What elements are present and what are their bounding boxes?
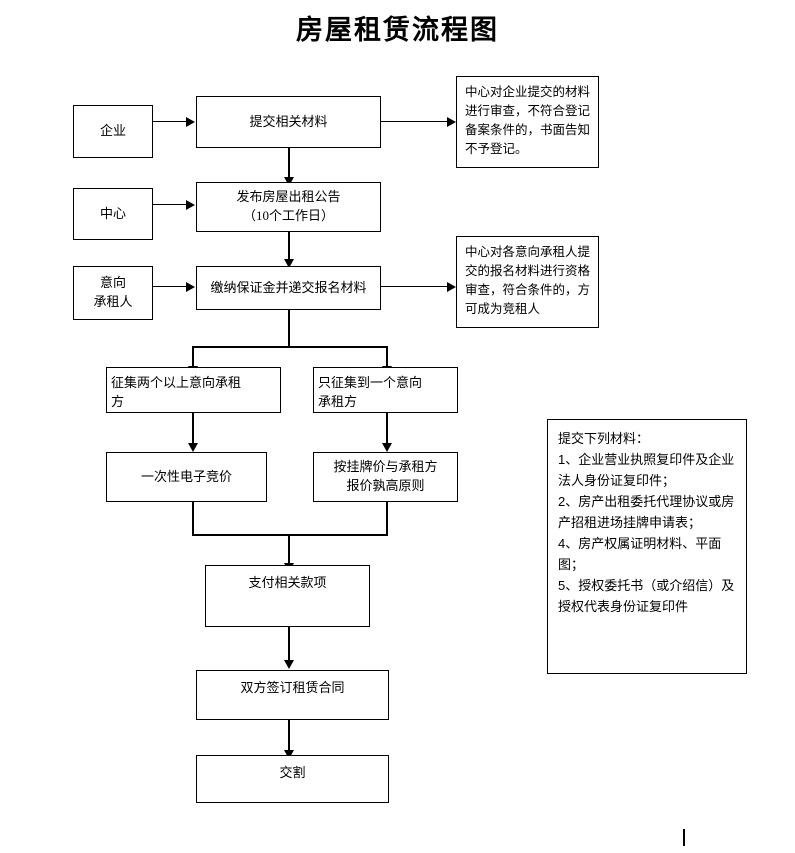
- step-box-branch-single: 只征集到一个意向 承租方: [313, 367, 458, 413]
- connector-enterprise-to-submit: [153, 121, 186, 122]
- connector-center-to-publish: [153, 204, 186, 205]
- note-box-review-enterprise: 中心对企业提交的材料进行审查，不符合登记备案条件的，书面告知不予登记。: [456, 76, 599, 168]
- arrowhead-publish-to-deposit: [284, 259, 294, 268]
- step-label-pay-funds: 支付相关款项: [248, 575, 327, 590]
- step-box-publish-notice: 发布房屋出租公告 （10个工作日）: [196, 182, 381, 232]
- step-label-publish-notice-line2: （10个工作日）: [242, 208, 334, 223]
- arrowhead-center-to-publish: [186, 200, 195, 210]
- connector-deposit-to-note2: [381, 286, 447, 287]
- materials-item-5: 5、授权委托书（或介绍信）及授权代表身份证复印件: [558, 578, 735, 615]
- step-label-handover: 交割: [279, 765, 306, 780]
- actor-label-intended-lessee-line2: 承租人: [93, 294, 133, 309]
- arrowhead-enterprise-to-submit: [186, 117, 195, 127]
- arrowhead-deposit-to-note2: [447, 282, 456, 292]
- arrowhead-multi-to-bidding: [188, 443, 198, 452]
- text-cursor-mark: [683, 829, 685, 846]
- step-label-publish-notice-line1: 发布房屋出租公告: [236, 189, 341, 205]
- step-box-listing-price-rule: 按挂牌价与承租方 报价孰高原则: [313, 452, 458, 502]
- note-text-review-lessee: 中心对各意向承租人提交的报名材料进行资格审查，符合条件的，方可成为竞租人: [465, 245, 591, 316]
- connector-deposit-split-stem: [288, 310, 290, 347]
- arrowhead-submit-to-publish: [284, 177, 294, 186]
- actor-box-center: 中心: [73, 188, 153, 240]
- step-label-branch-multi-line1: 征集两个以上意向承租: [111, 375, 242, 391]
- step-label-electronic-bidding: 一次性电子竞价: [140, 468, 232, 484]
- step-label-listing-price-rule-line2: 报价孰高原则: [346, 478, 425, 493]
- step-label-branch-multi-line2: 方: [111, 394, 125, 409]
- note-text-review-enterprise: 中心对企业提交的材料进行审查，不符合登记备案条件的，书面告知不予登记。: [465, 85, 591, 156]
- step-box-pay-deposit: 缴纳保证金并递交报名材料: [196, 266, 381, 310]
- connector-deposit-split-bar: [192, 346, 388, 348]
- connector-multi-to-bidding: [192, 413, 194, 443]
- materials-item-1: 1、企业营业执照复印件及企业法人身份证复印件；: [558, 452, 735, 489]
- step-box-pay-funds: 支付相关款项: [205, 565, 370, 627]
- step-box-sign-contract: 双方签订租赁合同: [196, 670, 389, 720]
- step-box-branch-multi: 征集两个以上意向承租 方: [106, 367, 281, 413]
- actor-label-intended-lessee-line1: 意向: [99, 275, 126, 291]
- connector-merge-to-payment: [288, 534, 290, 565]
- connector-payment-to-contract: [288, 627, 290, 661]
- materials-item-2: 2、房产出租委托代理协议或房产招租进场挂牌申请表；: [558, 494, 735, 531]
- arrowhead-lessee-to-deposit: [186, 282, 195, 292]
- step-label-branch-single-line2: 承租方: [318, 394, 358, 409]
- actor-label-center: 中心: [99, 205, 126, 221]
- step-label-sign-contract: 双方签订租赁合同: [240, 680, 345, 695]
- step-label-branch-single-line1: 只征集到一个意向: [318, 375, 423, 391]
- connector-split-left-drop: [192, 346, 194, 368]
- arrowhead-payment-to-contract: [284, 660, 294, 669]
- connector-merge-bar: [192, 534, 388, 536]
- connector-bidding-merge-drop: [192, 502, 194, 535]
- page-title: 房屋租赁流程图: [296, 15, 499, 45]
- step-label-listing-price-rule-line1: 按挂牌价与承租方: [333, 459, 438, 475]
- actor-box-enterprise: 企业: [73, 105, 153, 158]
- step-box-handover: 交割: [196, 755, 389, 803]
- materials-heading: 提交下列材料：: [558, 431, 650, 446]
- connector-single-to-rule: [386, 413, 388, 443]
- arrowhead-submit-to-note1: [447, 117, 456, 127]
- step-label-pay-deposit: 缴纳保证金并递交报名材料: [210, 279, 367, 295]
- arrowhead-single-to-rule: [382, 443, 392, 452]
- connector-lessee-to-deposit: [153, 286, 186, 287]
- materials-list-box: 提交下列材料： 1、企业营业执照复印件及企业法人身份证复印件； 2、房产出租委托…: [547, 419, 747, 674]
- note-box-review-lessee: 中心对各意向承租人提交的报名材料进行资格审查，符合条件的，方可成为竞租人: [456, 236, 599, 328]
- connector-publish-to-deposit: [288, 232, 290, 259]
- connector-rule-merge-drop: [386, 502, 388, 535]
- connector-submit-to-publish: [288, 148, 290, 177]
- materials-item-4: 4、房产权属证明材料、平面图；: [558, 536, 722, 573]
- connector-split-right-drop: [386, 346, 388, 368]
- step-box-electronic-bidding: 一次性电子竞价: [106, 452, 267, 502]
- connector-contract-to-handover: [288, 720, 290, 752]
- actor-label-enterprise: 企业: [99, 123, 126, 139]
- step-box-submit-materials: 提交相关材料: [196, 96, 381, 148]
- arrowhead-contract-to-handover: [284, 750, 294, 759]
- step-label-submit-materials: 提交相关材料: [249, 113, 328, 129]
- connector-submit-to-note1: [381, 121, 447, 122]
- actor-box-intended-lessee: 意向 承租人: [73, 266, 153, 320]
